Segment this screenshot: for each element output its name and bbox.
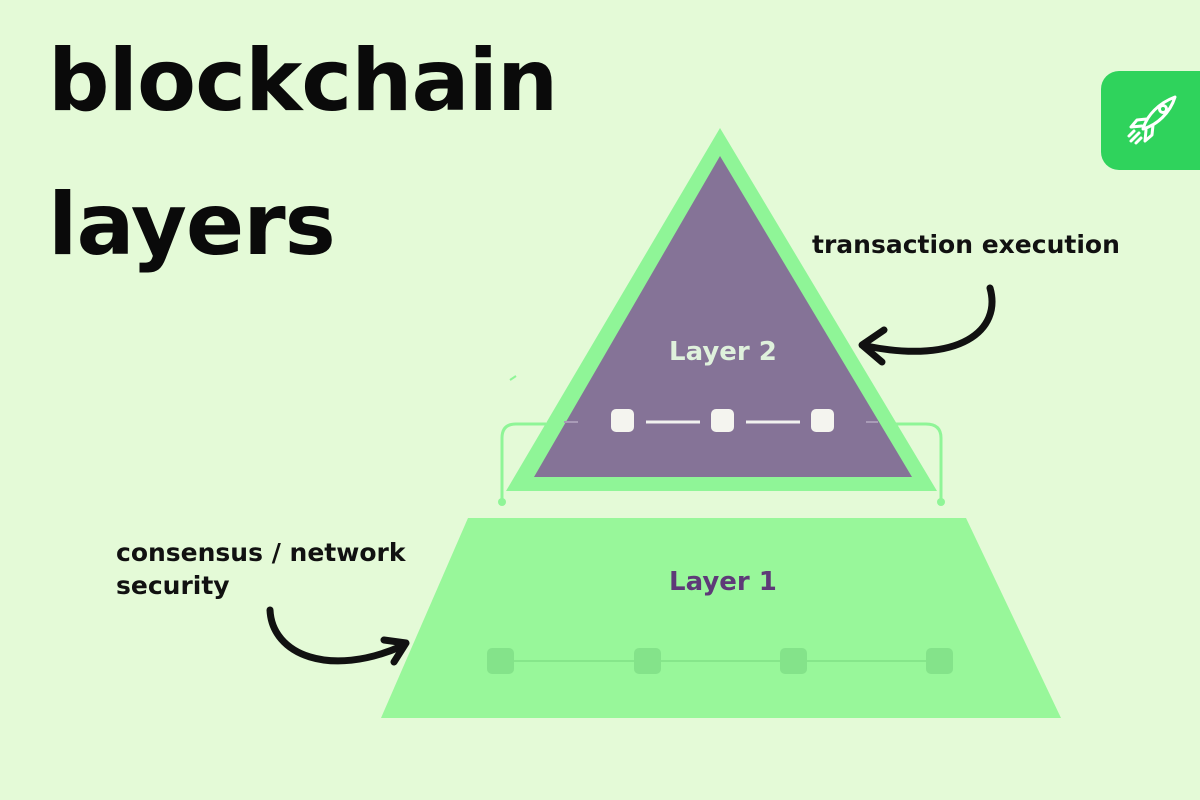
title-line-2: layers [48, 175, 336, 275]
layer-2-shape [534, 156, 912, 477]
layer-1-shape [381, 518, 1061, 718]
logo-badge [1101, 71, 1200, 170]
layer-1-label: Layer 1 [669, 567, 777, 597]
rocket-icon [1127, 95, 1177, 145]
annotation-transaction-execution: transaction execution [812, 230, 1120, 259]
connector-dot-right [937, 498, 945, 506]
layer-1-node [926, 648, 953, 674]
layer-2-node [811, 409, 834, 432]
arrow-to-layer-1-head [380, 636, 410, 666]
title-line-1: blockchain [48, 31, 558, 131]
layer-2-label: Layer 2 [669, 337, 777, 367]
layer-1-node [780, 648, 807, 674]
annotation-consensus-security: consensus / network security [116, 537, 405, 602]
arrow-to-layer-1 [266, 606, 406, 665]
connector-tick [509, 375, 517, 381]
annotation-line-2: security [116, 570, 230, 600]
layer-1-node [634, 648, 661, 674]
arrow-to-layer-2 [862, 284, 996, 355]
layer-1-node [487, 648, 514, 674]
annotation-line-1: consensus / network [116, 538, 406, 567]
connector-dot-left [498, 498, 506, 506]
layer-2-node [711, 409, 734, 432]
arrow-to-layer-2-head [858, 326, 888, 366]
layer-connector-bracket [500, 422, 943, 500]
layer-2-node [611, 409, 634, 432]
